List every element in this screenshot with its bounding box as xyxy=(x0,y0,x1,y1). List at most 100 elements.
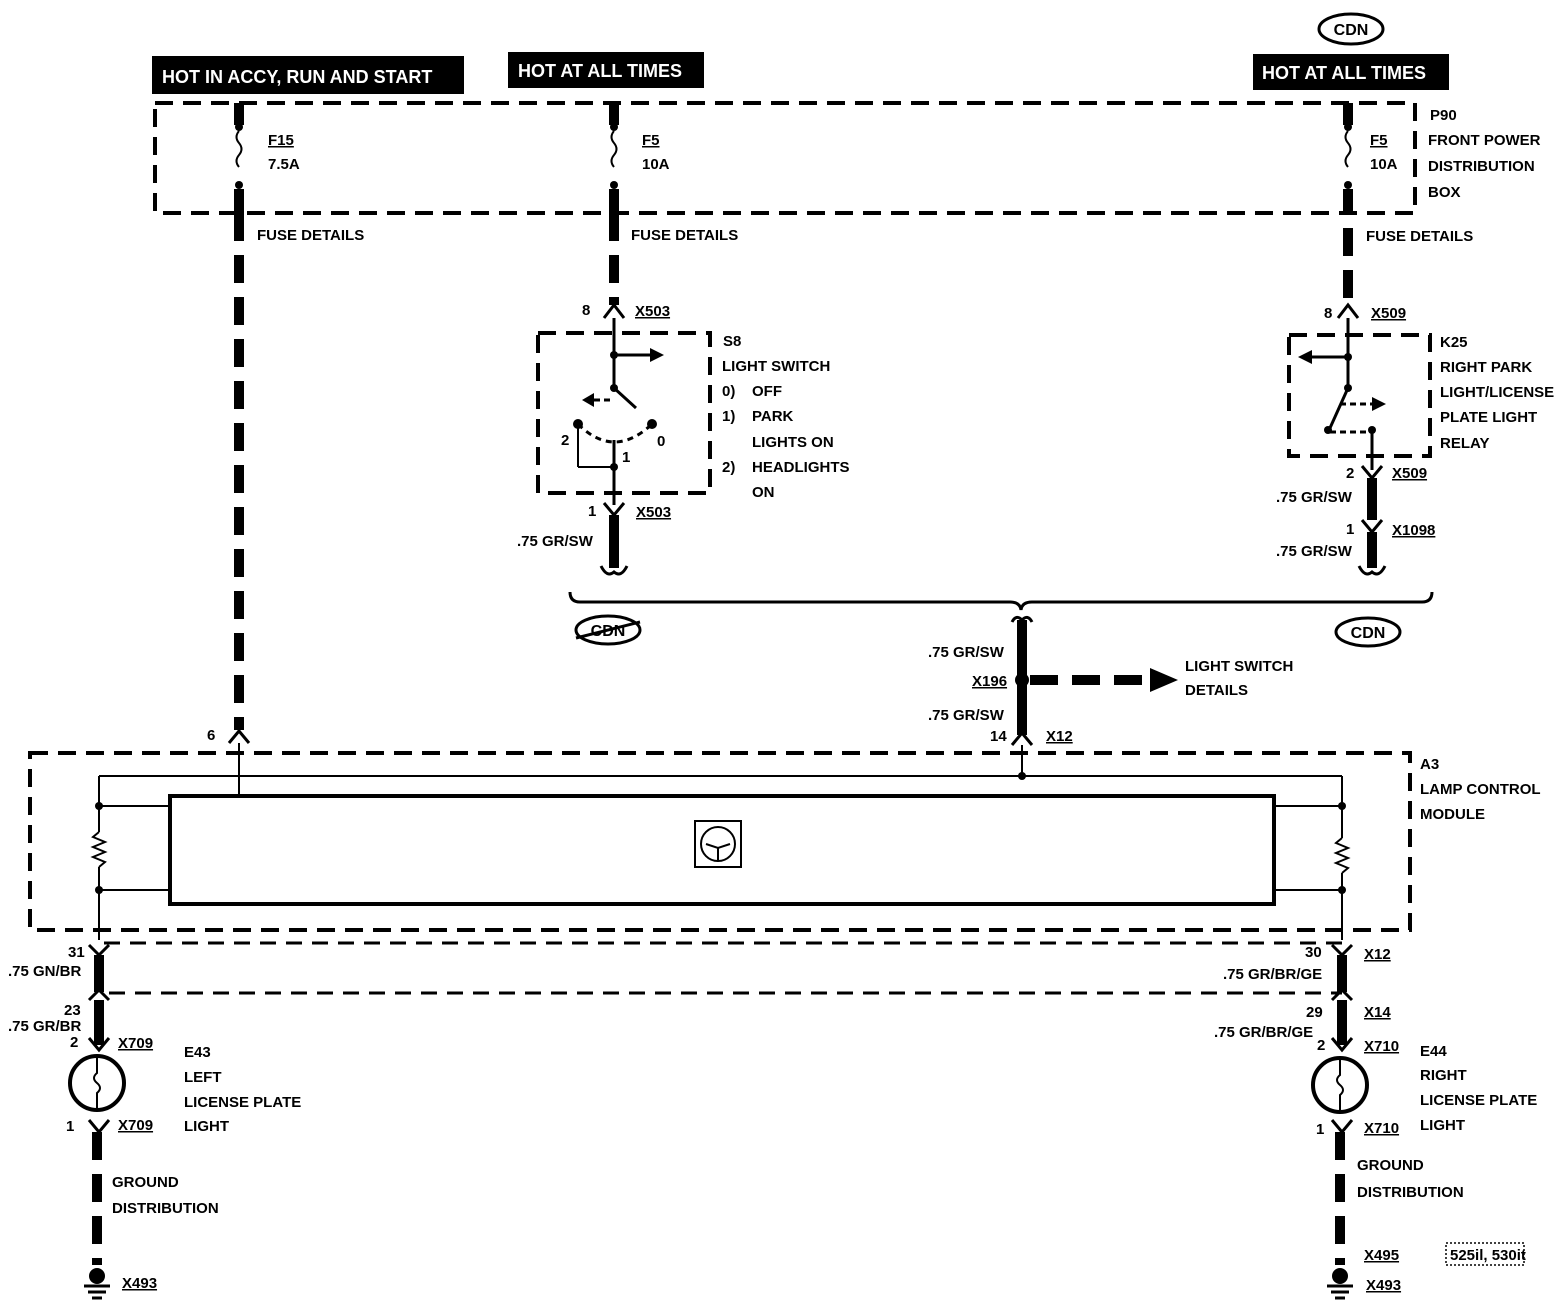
relay-pin-out: 2 xyxy=(1346,465,1354,482)
switch-pos2b: ON xyxy=(752,484,775,501)
right-ground-1: GROUND xyxy=(1357,1157,1424,1174)
right-lamp-id: E44 xyxy=(1420,1043,1447,1060)
left-ground-2: DISTRIBUTION xyxy=(112,1200,219,1217)
switch-name: LIGHT SWITCH xyxy=(722,358,830,375)
right-alt-models: 525il, 530it xyxy=(1450,1247,1526,1264)
left-wire-a: .75 GN/BR xyxy=(8,963,82,980)
splice-conn: X196 xyxy=(972,673,1007,690)
fuse-f5-right-rating: 10A xyxy=(1370,156,1398,173)
left-ground-symbol xyxy=(84,1268,110,1300)
right-ground-conn: X493 xyxy=(1366,1277,1401,1294)
switch-id: S8 xyxy=(723,333,741,350)
switch-box-outline xyxy=(536,331,712,495)
header-mid-box xyxy=(508,52,704,88)
fuse-box-outline xyxy=(153,101,1417,215)
fuse-box-id: P90 xyxy=(1430,107,1457,124)
left-lamp-line2: LICENSE PLATE xyxy=(184,1094,301,1111)
header-left-box xyxy=(152,56,464,94)
right-conn-1: X710 xyxy=(1364,1120,1399,1137)
header-mid: HOT AT ALL TIMES xyxy=(518,61,682,81)
fuse-details-right: FUSE DETAILS xyxy=(1366,228,1473,245)
module-logic-icon xyxy=(694,820,742,868)
switch-conn-out: X503 xyxy=(636,504,671,521)
connector-x1098 xyxy=(1360,519,1384,535)
connector-x710-out xyxy=(1330,1119,1354,1135)
connector-x503-in xyxy=(602,302,626,319)
switch-pos2-num: 2) xyxy=(722,459,735,476)
right-ground-symbol xyxy=(1327,1268,1353,1300)
left-pin-a: 31 xyxy=(68,944,85,961)
right-conn: X710 xyxy=(1364,1038,1399,1055)
right-lamp-line1: RIGHT xyxy=(1420,1067,1467,1084)
fuse-f15 xyxy=(234,103,244,213)
switch-pos1-num: 1) xyxy=(722,408,735,425)
left-pin-2: 2 xyxy=(70,1034,78,1051)
module-pin-14: 14 xyxy=(990,728,1007,745)
left-pin-b: 23 xyxy=(64,1002,81,1019)
right-conn-a: X12 xyxy=(1364,946,1391,963)
connector-x709-out xyxy=(87,1119,111,1135)
connector-x12-in xyxy=(1010,730,1034,746)
left-lamp-line1: LEFT xyxy=(184,1069,222,1086)
switch-pos-1-label: 1 xyxy=(622,449,630,466)
right-alt-conn: X495 xyxy=(1364,1247,1399,1264)
left-pin-1: 1 xyxy=(66,1118,74,1135)
splice-wire-bottom: .75 GR/SW xyxy=(928,707,1005,724)
fuse-box-name-3: BOX xyxy=(1428,184,1461,201)
relay-conn-in: X509 xyxy=(1371,305,1406,322)
relay-line4: RELAY xyxy=(1440,435,1489,452)
relay-pin-in: 8 xyxy=(1324,305,1332,322)
relay-wire1: .75 GR/SW xyxy=(1276,489,1353,506)
module-outline xyxy=(28,751,1412,932)
switch-pos1a: PARK xyxy=(752,408,794,425)
left-conn-1: X709 xyxy=(118,1117,153,1134)
right-lamp-line3: LIGHT xyxy=(1420,1117,1465,1134)
left-conn: X709 xyxy=(118,1035,153,1052)
right-alt-models-box xyxy=(1445,1242,1525,1266)
relay-box-outline xyxy=(1287,333,1432,458)
left-lamp-bulb-icon xyxy=(68,1054,126,1112)
switch-symbol xyxy=(573,318,664,505)
cdn-left-strike xyxy=(575,620,641,640)
relay-pin-b: 1 xyxy=(1346,521,1354,538)
right-lamp-bulb-icon xyxy=(1311,1056,1369,1114)
header-right-box xyxy=(1253,54,1449,90)
connector-module-pin6 xyxy=(227,728,251,744)
switch-pos1b: LIGHTS ON xyxy=(752,434,834,451)
switch-pos-2-label: 2 xyxy=(561,432,569,449)
relay-line1: RIGHT PARK xyxy=(1440,359,1532,376)
fuse-f5-right-name: F5 xyxy=(1370,132,1388,149)
relay-line3: PLATE LIGHT xyxy=(1440,409,1537,426)
fuse-details-mid: FUSE DETAILS xyxy=(631,227,738,244)
module-line1: LAMP CONTROL xyxy=(1420,781,1541,798)
splice-details-1: LIGHT SWITCH xyxy=(1185,658,1293,675)
relay-wire2: .75 GR/SW xyxy=(1276,543,1353,560)
left-wire-b: .75 GR/BR xyxy=(8,1018,82,1035)
splice-wire-top: .75 GR/SW xyxy=(928,644,1005,661)
switch-pos-0-label: 0 xyxy=(657,433,665,450)
switch-pin-in: 8 xyxy=(582,302,590,319)
switch-pin-out: 1 xyxy=(588,503,596,520)
fuse-f5-mid-rating: 10A xyxy=(642,156,670,173)
module-line2: MODULE xyxy=(1420,806,1485,823)
switch-pos0-num: 0) xyxy=(722,383,735,400)
right-pin-2: 2 xyxy=(1317,1037,1325,1054)
right-ground-2: DISTRIBUTION xyxy=(1357,1184,1464,1201)
connector-x710-in xyxy=(1330,1037,1354,1053)
fuse-f5-mid-name: F5 xyxy=(642,132,660,149)
cdn-right-label: CDN xyxy=(1351,625,1386,642)
right-pin-1: 1 xyxy=(1316,1121,1324,1138)
connector-pin30 xyxy=(1330,943,1354,958)
relay-line2: LIGHT/LICENSE xyxy=(1440,384,1554,401)
connector-x709-in xyxy=(87,1037,111,1053)
relay-conn-b: X1098 xyxy=(1392,522,1435,539)
fuse-box-name-1: FRONT POWER xyxy=(1428,132,1541,149)
right-lamp-line2: LICENSE PLATE xyxy=(1420,1092,1537,1109)
switch-pos0: OFF xyxy=(752,383,782,400)
splice-x196-dot xyxy=(1015,673,1029,687)
left-lamp-line3: LIGHT xyxy=(184,1118,229,1135)
wire-relay-break xyxy=(1357,565,1387,576)
module-pin-6: 6 xyxy=(207,727,215,744)
splice-details-2: DETAILS xyxy=(1185,682,1248,699)
